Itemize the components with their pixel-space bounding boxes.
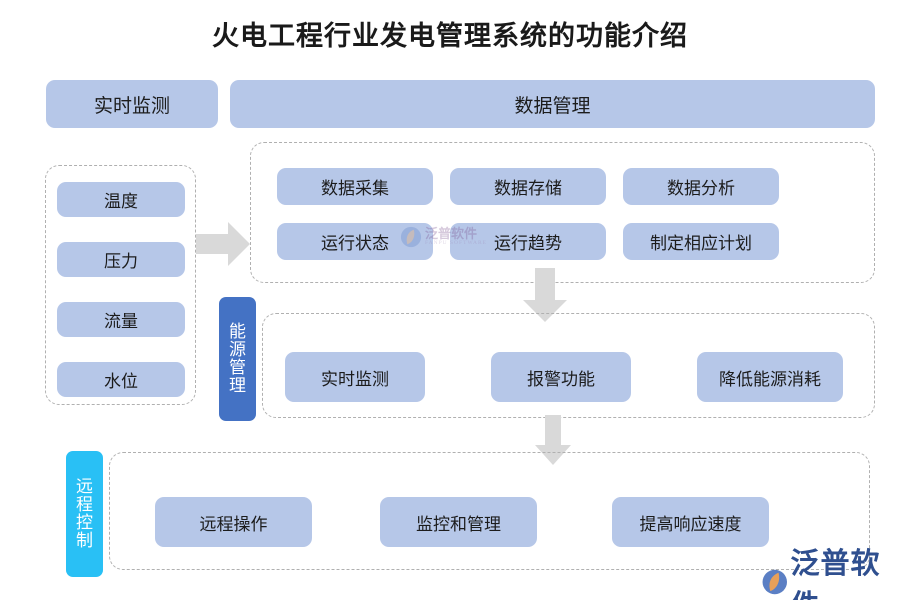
- sensor-chip-water-level[interactable]: 水位: [57, 362, 185, 397]
- tab-energy-char-2: 源: [229, 339, 246, 359]
- arrow-right-icon: [196, 222, 250, 266]
- remote-chip-operation[interactable]: 远程操作: [155, 497, 312, 547]
- header-data-management[interactable]: 数据管理: [230, 80, 875, 128]
- tab-energy-char-4: 理: [229, 376, 246, 396]
- data-chip-collection[interactable]: 数据采集: [277, 168, 433, 205]
- sensor-chip-pressure[interactable]: 压力: [57, 242, 185, 277]
- tab-remote-control[interactable]: 远 程 控 制: [66, 451, 103, 577]
- data-chip-running-status[interactable]: 运行状态: [277, 223, 433, 260]
- data-chip-storage[interactable]: 数据存储: [450, 168, 606, 205]
- energy-chip-reduce-energy[interactable]: 降低能源消耗: [697, 352, 843, 402]
- energy-chip-realtime-monitor[interactable]: 实时监测: [285, 352, 425, 402]
- energy-chip-alarm[interactable]: 报警功能: [491, 352, 631, 402]
- tab-energy-char-1: 能: [229, 321, 246, 341]
- data-chip-analysis[interactable]: 数据分析: [623, 168, 779, 205]
- page-title: 火电工程行业发电管理系统的功能介绍: [212, 21, 688, 51]
- tab-remote-char-3: 控: [76, 513, 93, 532]
- tab-energy-management[interactable]: 能 源 管 理: [219, 297, 256, 421]
- arrow-down-icon: [523, 268, 567, 322]
- header-realtime-monitor[interactable]: 实时监测: [46, 80, 218, 128]
- remote-control-container: [109, 452, 870, 570]
- sensor-chip-temperature[interactable]: 温度: [57, 182, 185, 217]
- brand-logo-text: 泛普软件: [790, 548, 881, 600]
- tab-remote-char-2: 程: [76, 494, 93, 514]
- remote-chip-monitor-manage[interactable]: 监控和管理: [380, 497, 537, 547]
- tab-energy-char-3: 管: [229, 358, 246, 377]
- tab-remote-char-4: 制: [76, 531, 93, 551]
- data-chip-make-plan[interactable]: 制定相应计划: [623, 223, 779, 260]
- energy-management-container: [262, 313, 875, 418]
- tab-remote-char-1: 远: [76, 476, 93, 496]
- fanpu-logo-mark-icon: [762, 569, 787, 595]
- remote-chip-response-speed[interactable]: 提高响应速度: [612, 497, 769, 547]
- data-chip-running-trend[interactable]: 运行趋势: [450, 223, 606, 260]
- data-management-container: [250, 142, 875, 283]
- sensor-group-container: [45, 165, 196, 405]
- brand-logo: 泛普软件 www.fanpusoft.com: [762, 540, 900, 600]
- sensor-chip-flow[interactable]: 流量: [57, 302, 185, 337]
